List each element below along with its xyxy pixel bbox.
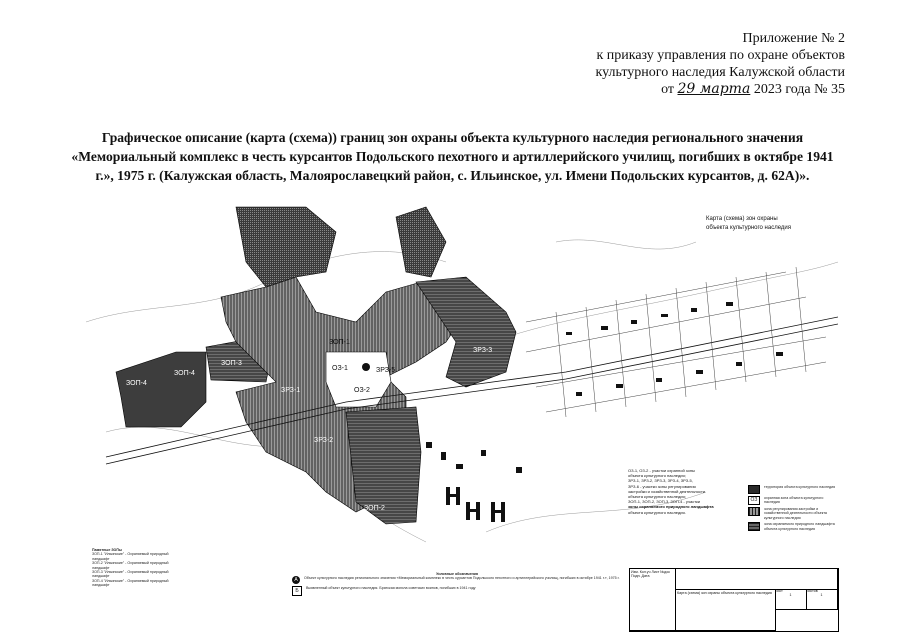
zone-oz1 <box>325 351 392 408</box>
zone-text-line: ЗРЗ-6 - участки зоны регулирования <box>628 483 696 489</box>
legend-label: Выявленный объект культурного наследия. … <box>306 586 476 591</box>
label-zrz3: ЗРЗ-3 <box>473 347 492 354</box>
zone-zop1 <box>235 206 337 288</box>
title-line3: г.», 1975 г. (Калужская область, Малояро… <box>95 168 810 183</box>
legend-label: зона охраняемого природного ландшафта об… <box>764 522 835 531</box>
zone-zop-low <box>345 406 422 525</box>
stamp-sheet-no: 1 <box>789 593 792 597</box>
legend-bottom: Условные обозначения А Объект культурног… <box>292 572 622 598</box>
stamp-sheet-label: Лист <box>775 589 783 593</box>
date-suffix: 2023 года № 35 <box>753 82 845 97</box>
document-title: Графическое описание (карта (схема)) гра… <box>40 128 865 185</box>
zone-text-line: ОЗ-1, ОЗ-2 - участки охранной зоны <box>628 468 695 473</box>
stamp-top <box>675 569 838 590</box>
zone-text-line: ЗОП-1, ЗОП-2, ЗОП-3, ЗОП-4 - участки <box>628 499 701 505</box>
label-zrz5: ЗРЗ-5 <box>376 367 395 374</box>
label-zrz2: ЗРЗ-2 <box>314 437 333 444</box>
heritage-object-marker <box>362 363 370 371</box>
title-block-stamp: Изм. Кол.уч Лист №док Подп. Дата Карта (… <box>629 568 839 632</box>
buildings <box>426 302 783 473</box>
legend-label: охранная зона объекта культурного наслед… <box>764 496 824 505</box>
appendix-line2: к приказу управления по охране объектов <box>596 48 845 63</box>
zone-zop4 <box>115 351 207 428</box>
legend-left-title: Памятные ЗОПы <box>92 548 122 552</box>
legend-swatch-zop <box>748 522 760 532</box>
map-caption-line1: Карта (схема) зон охраны <box>706 216 778 222</box>
label-zop2: ЗОП-2 <box>364 505 385 512</box>
zone-text-line: зоны охраняемого природного ландшафта <box>628 504 714 510</box>
marker-a-icon: А <box>292 576 300 585</box>
zone-text-line: ЗРЗ-1, ЗРЗ-2, ЗРЗ-3, ЗРЗ-4, ЗРЗ-5, <box>628 478 693 484</box>
village-parcels <box>525 266 827 418</box>
legend-item: ОЗ охранная зона объекта культурного нас… <box>748 496 838 505</box>
stamp-sheets-no: 1 <box>820 593 823 597</box>
map-caption: Карта (схема) зон охраны объекта культур… <box>706 215 826 233</box>
legend-item: территория объекта культурного наследия <box>748 485 838 494</box>
label-oz2: ОЗ-2 <box>354 387 370 394</box>
zone-map: ЗОП-4 ЗОП-4 ЗОП-3 ЗОП-1 ОЗ-1 ОЗ-2 ЗРЗ-1 … <box>86 206 838 543</box>
zone-zrz3 <box>415 276 517 388</box>
stamp-sheets: Листов 1 <box>806 589 838 610</box>
appendix-header: Приложение № 2 к приказу управления по о… <box>596 30 845 98</box>
zone-text-line: объекта культурного наследия; <box>628 473 686 479</box>
appendix-date: от 29 марта 2023 года № 35 <box>596 81 845 98</box>
legend-label: Объект культурного наследия региональног… <box>304 576 620 581</box>
appendix-number: Приложение № 2 <box>742 31 846 46</box>
zone-text-line: объекта культурного наследия; <box>628 494 686 500</box>
legend-swatch-territory <box>748 485 760 494</box>
stamp-org: Изм. Кол.уч Лист №док Подп. Дата <box>631 570 670 578</box>
zone-description: ОЗ-1, ОЗ-2 - участки охранной зоны объек… <box>628 468 746 515</box>
label-zop1: ЗОП-1 <box>329 339 350 346</box>
stamp-left-cells: Изм. Кол.уч Лист №док Подп. Дата <box>630 569 676 631</box>
legend-item: Б Выявленный объект культурного наследия… <box>292 586 622 597</box>
stamp-title: Карта (схема) зон охраны объекта культур… <box>677 591 772 595</box>
legend-item: А Объект культурного наследия региональн… <box>292 576 622 585</box>
appendix-line3: культурного наследия Калужской области <box>595 65 845 80</box>
legend-item: зона охраняемого природного ландшафта об… <box>748 522 838 532</box>
label-oz1: ОЗ-1 <box>332 365 348 372</box>
title-line2: «Мемориальный комплекс в честь курсантов… <box>71 149 834 164</box>
stamp-sheets-label: Листов <box>806 589 818 593</box>
stamp-sheet: Лист 1 <box>775 589 807 610</box>
legend-label: зона регулирования застройки и хозяйстве… <box>764 507 827 520</box>
zone-zop2 <box>395 206 447 278</box>
zone-text-line: застройки и хозяйственной деятельности <box>628 488 706 494</box>
label-zrz1: ЗРЗ-1 <box>281 387 300 394</box>
legend-left-item: ЗОП-2 "Ильинские" - Охраняемый природный… <box>92 561 169 570</box>
legend-left-item: ЗОП-4 "Ильинские" - Охраняемый природный… <box>92 578 169 588</box>
main-road <box>105 316 838 465</box>
legend-swatch-oz: ОЗ <box>748 496 760 505</box>
map-caption-line2: объекта культурного наследия <box>706 225 792 231</box>
school-buildings <box>446 487 505 522</box>
legend-right: территория объекта культурного наследия … <box>748 485 838 533</box>
handwritten-date: 29 марта <box>677 81 751 97</box>
zone-text-line: объекта культурного наследия. <box>628 509 686 515</box>
legend-left: Памятные ЗОПы ЗОП-1 "Ильинские" - Охраня… <box>92 548 187 588</box>
legend-left-item: ЗОП-1 "Ильинские" - Охраняемый природный… <box>92 552 169 561</box>
legend-bottom-title: Условные обозначения <box>436 572 478 576</box>
label-zop4: ЗОП-4 <box>126 380 147 387</box>
stamp-title-cell: Карта (схема) зон охраны объекта культур… <box>675 589 776 631</box>
title-line1: Графическое описание (карта (схема)) гра… <box>101 130 804 145</box>
date-prefix: от <box>661 82 674 97</box>
legend-label: территория объекта культурного наследия <box>764 485 836 489</box>
label-zop3: ЗОП-3 <box>221 360 242 367</box>
legend-left-item: ЗОП-3 "Ильинские" - Охраняемый природный… <box>92 570 169 579</box>
marker-b-icon: Б <box>292 586 302 597</box>
legend-swatch-zrz <box>748 507 760 516</box>
legend-item: зона регулирования застройки и хозяйстве… <box>748 507 838 520</box>
label-zop4-b: ЗОП-4 <box>174 370 195 377</box>
